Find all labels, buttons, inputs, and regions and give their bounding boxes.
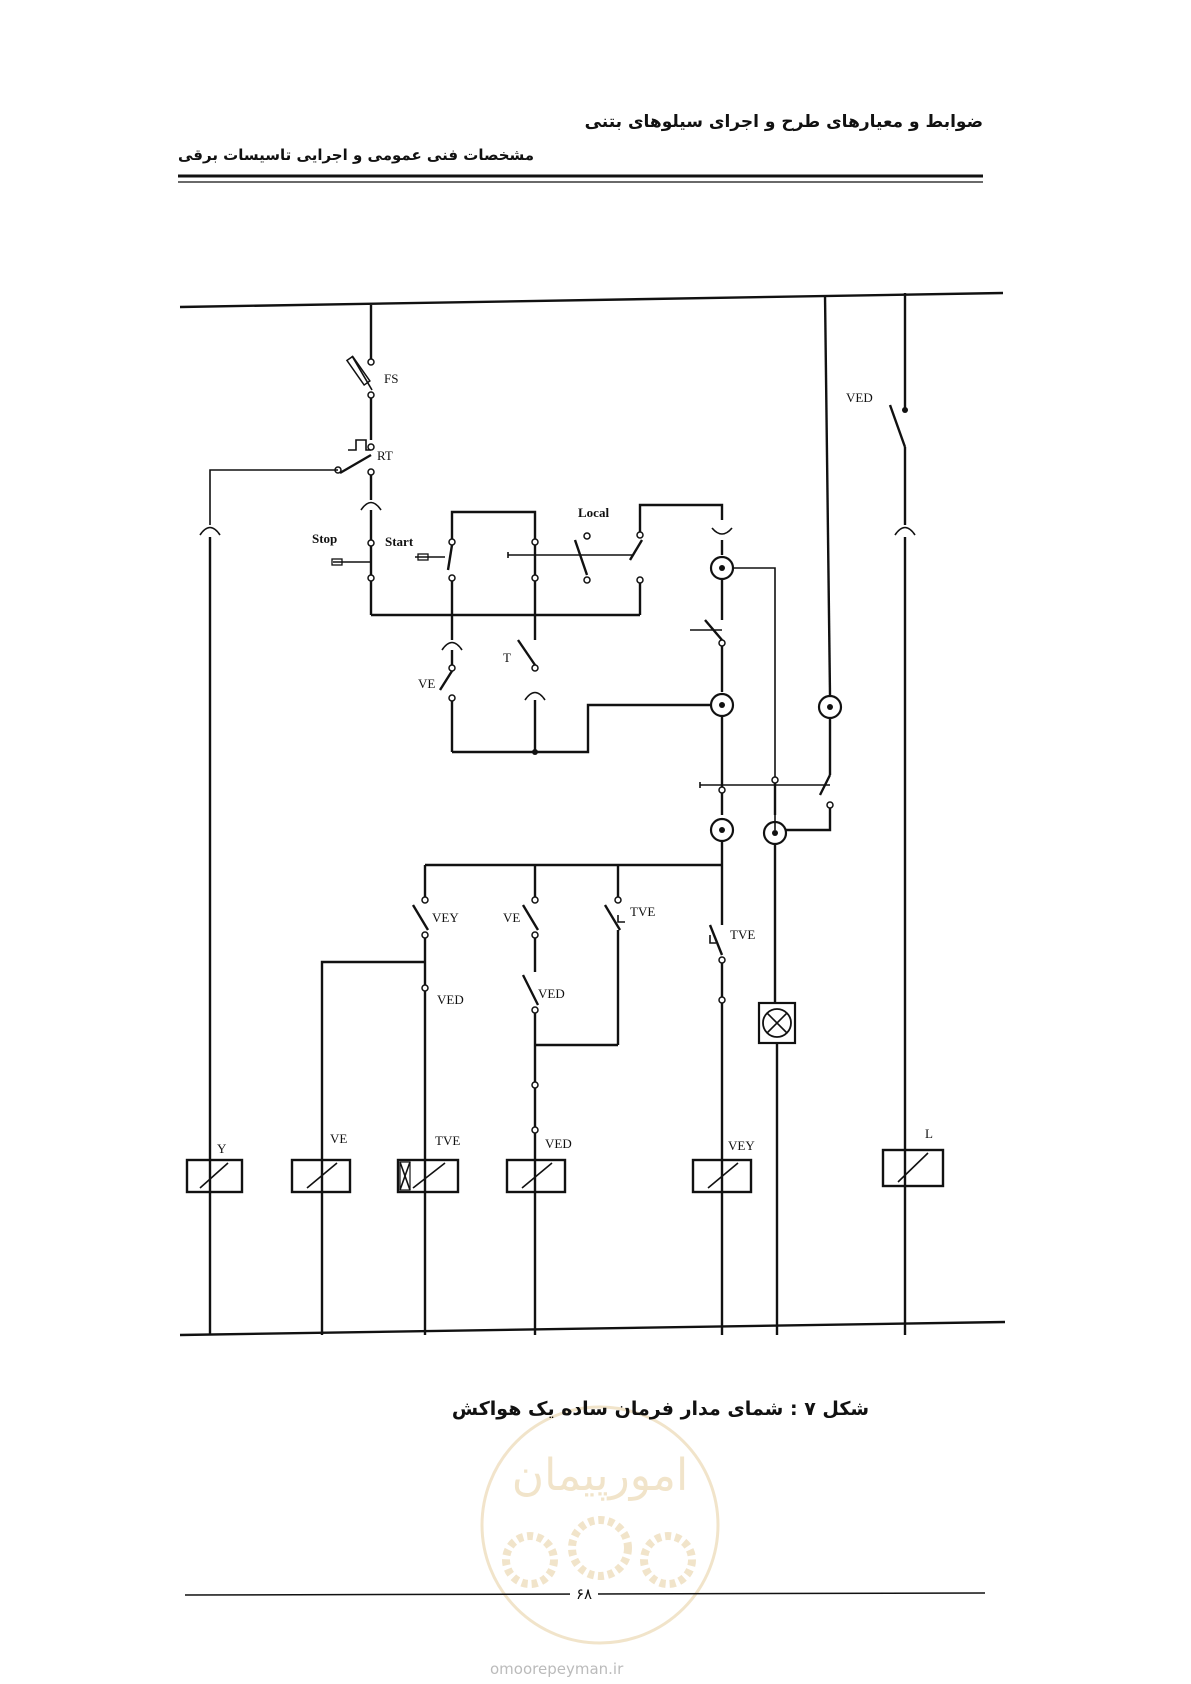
- coil-vey: VEY: [691, 1138, 755, 1194]
- label-start: Start: [385, 534, 414, 549]
- label-coil-tve: TVE: [435, 1133, 460, 1148]
- header-title-left: مشخصات فنی عمومی و اجرایی تاسیسات برقی: [178, 146, 535, 164]
- coil-y: Y: [185, 1141, 244, 1194]
- label-tve-contact: TVE: [630, 904, 655, 919]
- coil-l: L: [881, 1126, 945, 1188]
- coil-tve: TVE: [396, 1133, 460, 1194]
- label-tve-timer: TVE: [730, 927, 755, 942]
- label-ve-left: VE: [418, 676, 435, 691]
- label-coil-y: Y: [217, 1141, 227, 1156]
- label-ve-contact: VE: [503, 910, 520, 925]
- label-coil-vey: VEY: [728, 1138, 755, 1153]
- coil-ved: VED: [505, 1136, 572, 1194]
- label-ved-contact2: VED: [538, 986, 565, 1001]
- label-coil-ve: VE: [330, 1131, 347, 1146]
- watermark-site: omoorepeyman.ir: [490, 1660, 624, 1678]
- label-local: Local: [578, 505, 609, 520]
- bottom-rail: [179, 1320, 1006, 1337]
- page-number: ۶۸: [570, 1585, 599, 1603]
- label-coil-ved: VED: [545, 1136, 572, 1151]
- coil-ve: VE: [290, 1131, 352, 1194]
- label-coil-l: L: [925, 1126, 933, 1141]
- label-ved-contact1: VED: [437, 992, 464, 1007]
- lamp-icon: [762, 1008, 792, 1038]
- label-t: T: [503, 650, 511, 665]
- watermark-seal: امورپیمان: [480, 1405, 720, 1645]
- label-fs: FS: [384, 371, 398, 386]
- header-title-right: ضوابط و معیارهای طرح و اجرای سیلوهای بتن…: [584, 112, 983, 132]
- label-rt: RT: [377, 448, 393, 463]
- watermark-text: امورپیمان: [512, 1450, 688, 1501]
- label-ved-top: VED: [846, 390, 873, 405]
- label-vey-contact: VEY: [432, 910, 459, 925]
- figure-caption: شکل ۷ : شمای مدار فرمان ساده یک هواکش: [451, 1398, 870, 1420]
- top-rail: [179, 291, 1004, 309]
- label-stop: Stop: [312, 531, 337, 546]
